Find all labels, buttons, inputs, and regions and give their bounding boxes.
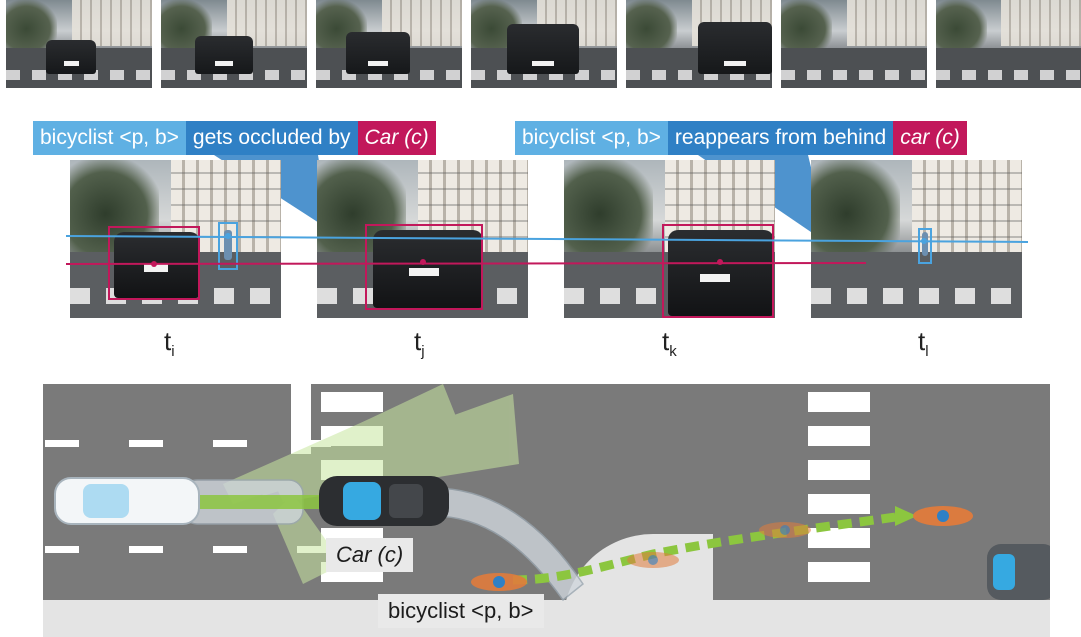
thumbnail-frame <box>6 0 152 88</box>
subject-tag: bicyclist <p, b> <box>515 121 668 155</box>
bicyclist-bounding-box <box>918 228 932 264</box>
relation-label-reappears: bicyclist <p, b> reappears from behind c… <box>515 121 967 155</box>
car-bounding-box <box>365 224 483 310</box>
thumbnail-frame <box>781 0 927 88</box>
car-label: Car (c) <box>326 538 414 572</box>
license-plate <box>409 268 439 276</box>
car-ghost-window <box>83 484 129 518</box>
crosswalk-right <box>808 392 870 582</box>
car-windshield <box>343 482 381 520</box>
thumbnail-frame <box>471 0 617 88</box>
license-plate <box>700 274 730 282</box>
car-image <box>668 230 774 316</box>
thumbnail-frame <box>626 0 772 88</box>
thumbnail-frame <box>161 0 307 88</box>
diagram-drawing <box>45 384 1050 602</box>
time-label-k: tk <box>662 326 677 361</box>
car-track-line <box>65 262 867 265</box>
sidewalk <box>43 600 1050 637</box>
relation-tag: gets occluded by <box>185 121 358 155</box>
car-track-point <box>151 261 157 267</box>
thumbnail-frame <box>316 0 462 88</box>
car-top-view <box>319 476 449 526</box>
license-plate <box>144 264 168 272</box>
bicyclist-label: bicyclist <p, b> <box>378 594 544 628</box>
thumbnail-frame <box>936 0 1081 88</box>
bicyclist-trajectory <box>512 511 904 585</box>
object-tag: car (c) <box>893 121 967 155</box>
time-label-j: tj <box>414 326 425 361</box>
relation-label-occluded: bicyclist <p, b> gets occluded by Car (c… <box>33 121 436 155</box>
car-track-point <box>717 259 723 265</box>
car-roof <box>389 484 423 518</box>
bicyclist-trajectory-arrow <box>895 506 917 526</box>
subject-tag: bicyclist <p, b> <box>33 121 186 155</box>
time-label-l: tl <box>918 326 929 361</box>
birds-eye-diagram: Car (c) bicyclist <p, b> <box>43 384 1050 637</box>
bicyclist-track-point <box>225 233 231 239</box>
car-track-point <box>420 259 426 265</box>
bicyclist-bounding-box <box>218 222 238 270</box>
bicyclist-image <box>224 230 232 260</box>
bicyclist-positions <box>471 506 973 591</box>
relation-tag: reappears from behind <box>667 121 894 155</box>
bicyclist-track-line <box>65 235 1029 243</box>
road-gap <box>291 384 311 454</box>
bicyclist-image <box>922 232 928 256</box>
object-tag: Car (c) <box>357 121 436 155</box>
time-label-i: ti <box>164 326 175 361</box>
car-bounding-box <box>662 224 774 318</box>
parked-car-window <box>993 554 1015 590</box>
bicyclist-track-point <box>921 238 927 244</box>
thumbnail-strip <box>0 0 1081 92</box>
